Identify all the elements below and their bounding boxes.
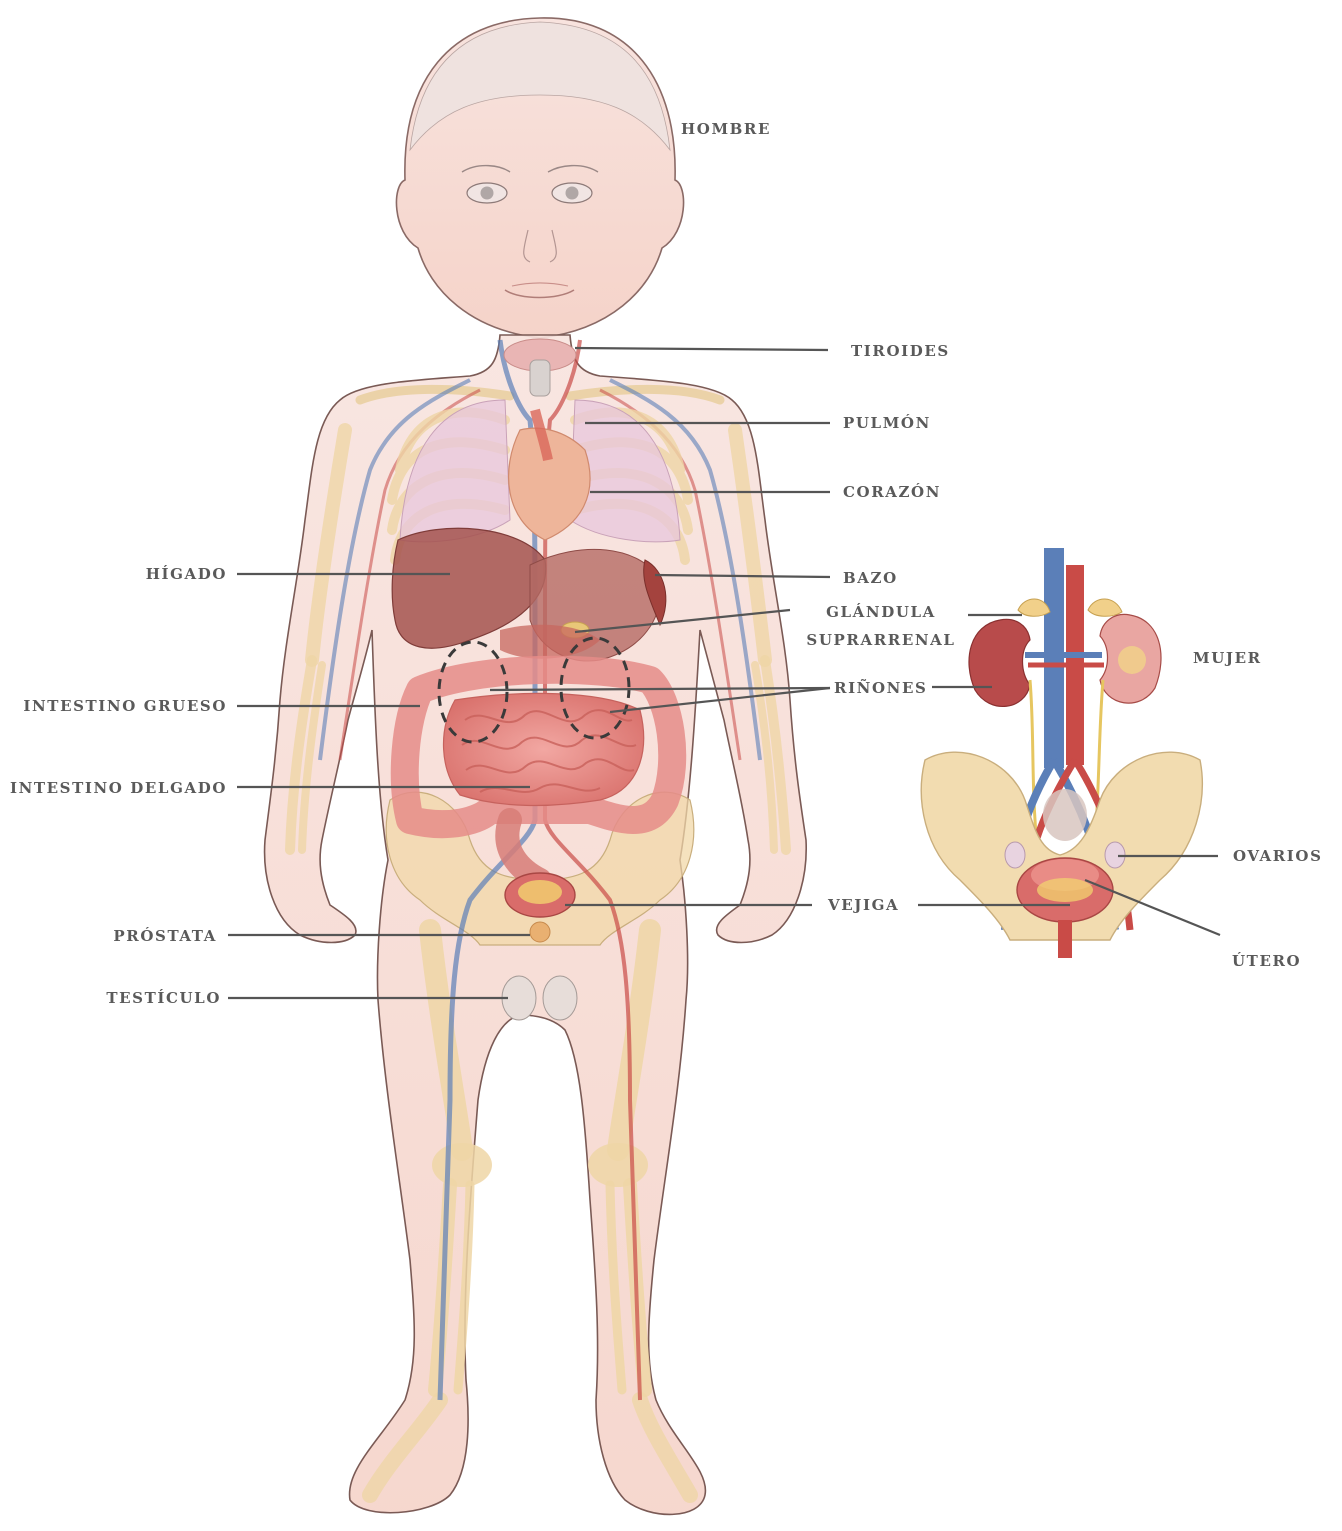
ovary-left — [1005, 842, 1025, 868]
female-inset — [921, 548, 1202, 958]
label-pulmon: PULMÓN — [843, 414, 931, 432]
label-intestino-grueso: INTESTINO GRUESO — [10, 697, 227, 715]
label-bazo: BAZO — [843, 569, 898, 587]
label-intestino-delgado: INTESTINO DELGADO — [5, 779, 227, 797]
label-higado: HÍGADO — [60, 565, 227, 583]
label-ovarios: OVARIOS — [1233, 847, 1323, 865]
label-testiculo: TESTÍCULO — [60, 989, 221, 1007]
label-glandula-line1: GLÁNDULA — [806, 603, 956, 621]
small-intestine — [444, 693, 644, 805]
label-vejiga: VEJIGA — [828, 896, 899, 914]
label-utero: ÚTERO — [1232, 952, 1301, 970]
label-prostata: PRÓSTATA — [60, 927, 217, 945]
leader-tiroides — [575, 348, 828, 350]
label-tiroides: TIROIDES — [851, 342, 950, 360]
male-body — [265, 18, 807, 1514]
prostate — [530, 922, 550, 942]
label-rinones: RIÑONES — [834, 679, 927, 697]
male-title: HOMBRE — [681, 120, 771, 138]
female-title: MUJER — [1193, 649, 1262, 667]
label-corazon: CORAZÓN — [843, 483, 941, 501]
label-glandula-line2: SUPRARRENAL — [806, 631, 956, 649]
female-kidney-left — [969, 619, 1030, 706]
testicle-right — [543, 976, 577, 1020]
